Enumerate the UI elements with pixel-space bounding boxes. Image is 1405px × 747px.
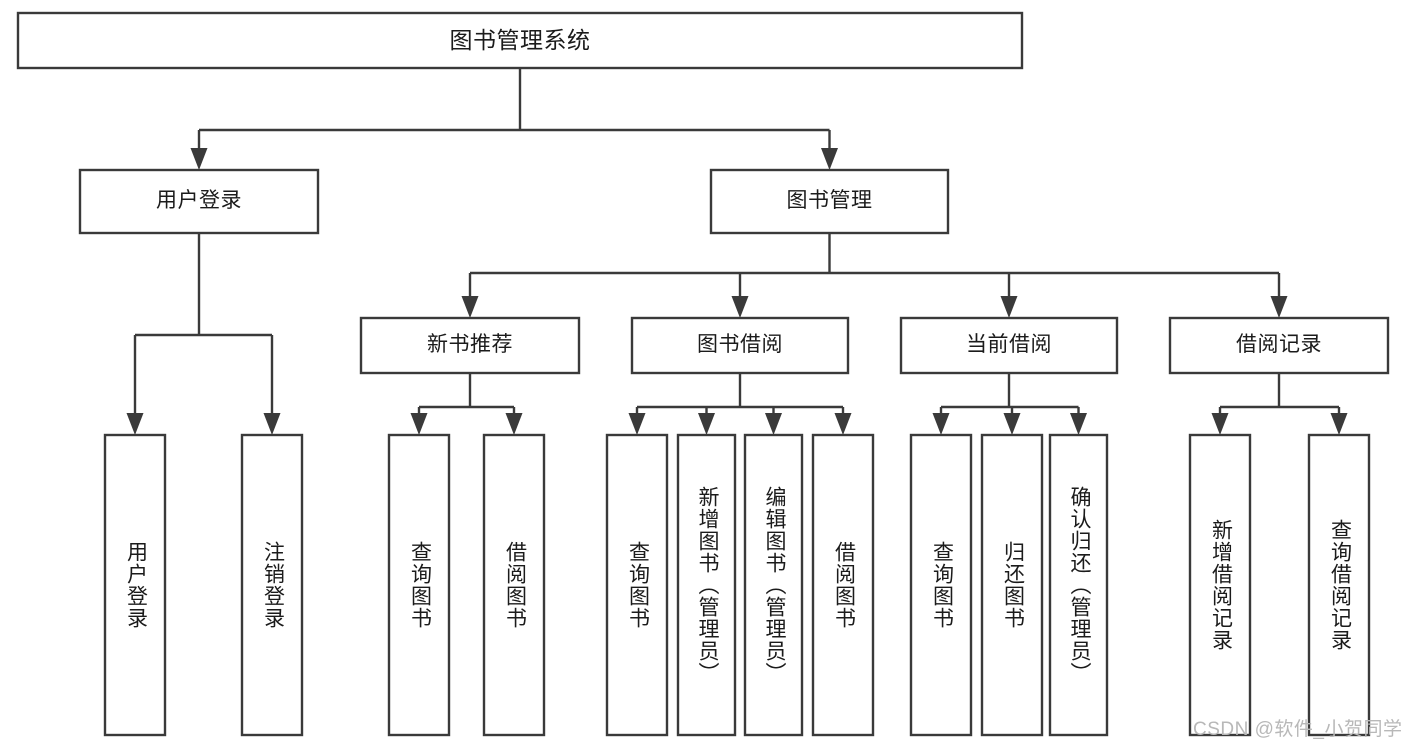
node-box-leaf-query-record[interactable] — [1307, 433, 1371, 737]
arrow-head-current-borrow-leaf-query-book-3 — [932, 413, 950, 435]
node-box-leaf-query-book-3[interactable] — [909, 433, 973, 737]
arrow-head-borrow-record-leaf-add-record — [1211, 413, 1229, 435]
node-box-book-management[interactable] — [709, 168, 950, 235]
box-layer — [16, 11, 1390, 737]
node-box-leaf-edit-book[interactable] — [743, 433, 804, 737]
arrow-head-user-login-leaf-user-login — [126, 413, 144, 435]
node-box-root[interactable] — [16, 11, 1024, 70]
node-box-leaf-confirm-return[interactable] — [1048, 433, 1109, 737]
node-box-leaf-return-book[interactable] — [980, 433, 1044, 737]
arrow-head-current-borrow-leaf-confirm-return — [1070, 413, 1087, 435]
arrow-head-book-management-current-borrow — [1000, 296, 1018, 318]
node-box-leaf-borrow-book-2[interactable] — [811, 433, 875, 737]
arrow-head-root-book-management — [821, 148, 838, 170]
arrow-head-new-book-recommend-leaf-borrow-book-1 — [505, 413, 523, 435]
arrow-head-book-management-borrow-record — [1270, 296, 1288, 318]
node-box-new-book-recommend[interactable] — [359, 316, 581, 375]
node-box-book-borrow[interactable] — [630, 316, 850, 375]
node-box-leaf-add-book[interactable] — [676, 433, 737, 737]
node-box-leaf-borrow-book-1[interactable] — [482, 433, 546, 737]
arrow-head-book-borrow-leaf-edit-book — [765, 413, 782, 435]
arrow-head-new-book-recommend-leaf-query-book-1 — [410, 413, 428, 435]
node-box-current-borrow[interactable] — [899, 316, 1119, 375]
node-box-leaf-user-login[interactable] — [103, 433, 167, 737]
arrow-head-book-management-new-book-recommend — [461, 296, 479, 318]
node-box-leaf-query-book-2[interactable] — [605, 433, 669, 737]
arrow-head-book-management-book-borrow — [731, 296, 749, 318]
arrow-head-borrow-record-leaf-query-record — [1330, 413, 1348, 435]
arrow-head-current-borrow-leaf-return-book — [1003, 413, 1021, 435]
node-box-leaf-query-book-1[interactable] — [387, 433, 451, 737]
node-box-user-login[interactable] — [78, 168, 320, 235]
node-box-borrow-record[interactable] — [1168, 316, 1390, 375]
node-box-leaf-logout[interactable] — [240, 433, 304, 737]
arrow-head-book-borrow-leaf-query-book-2 — [628, 413, 646, 435]
connector-layer — [126, 68, 1348, 435]
arrow-head-root-user-login — [190, 148, 208, 170]
arrow-head-book-borrow-leaf-borrow-book-2 — [834, 413, 852, 435]
arrow-head-user-login-leaf-logout — [263, 413, 281, 435]
node-box-leaf-add-record[interactable] — [1188, 433, 1252, 737]
arrow-head-book-borrow-leaf-add-book — [698, 413, 715, 435]
